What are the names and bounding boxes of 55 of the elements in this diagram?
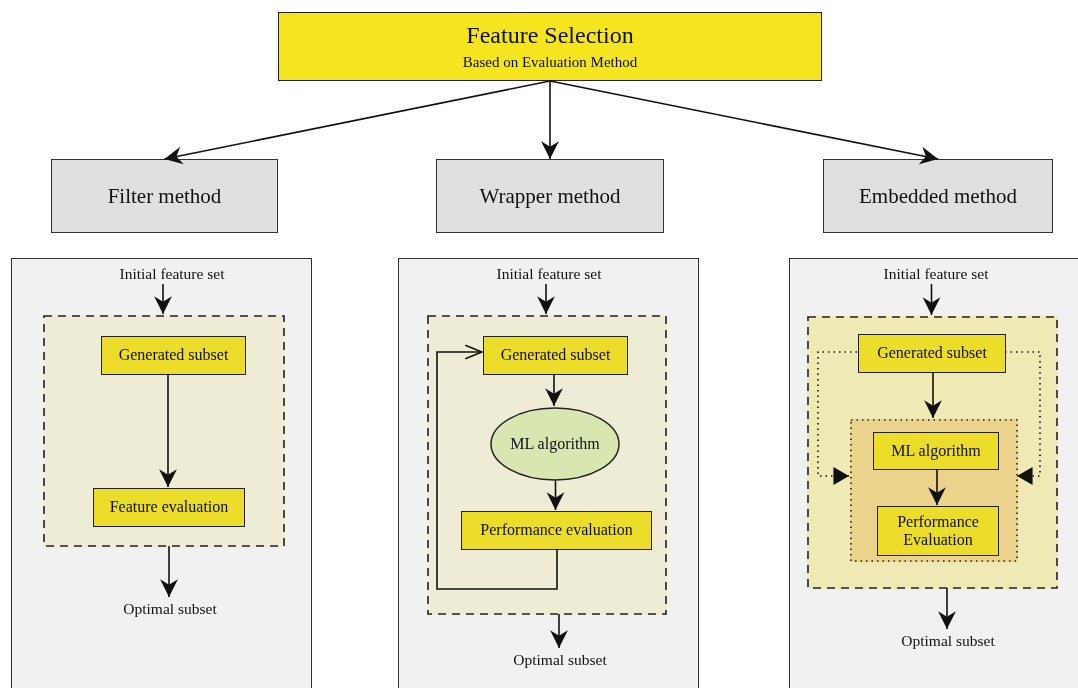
arrow <box>1004 351 1041 485</box>
node-text: ML algorithm <box>891 441 981 461</box>
method-box <box>51 159 278 233</box>
process-box <box>873 432 999 470</box>
text-label: Optimal subset <box>123 600 217 618</box>
arrow <box>154 283 172 315</box>
text-label: Initial feature set <box>119 265 225 283</box>
text-label: Initial feature set <box>883 265 989 283</box>
panel <box>789 258 1078 688</box>
text-label: Optimal subset <box>513 651 607 669</box>
arrow <box>924 371 942 419</box>
arrow <box>550 613 568 649</box>
node-text: Generated subset <box>877 344 987 363</box>
process-box <box>461 511 652 550</box>
text-label: Optimal subset <box>901 632 995 650</box>
process-box <box>101 336 246 375</box>
dashed-group <box>807 316 1058 589</box>
node-text: Performance evaluation <box>480 521 633 540</box>
text-label: Initial feature set <box>496 265 602 283</box>
title-box <box>278 12 822 81</box>
arrow <box>928 468 946 506</box>
dotted-group <box>850 419 1018 562</box>
process-ellipse <box>490 407 620 481</box>
method-box <box>436 159 664 233</box>
process-box <box>877 506 999 556</box>
process-box <box>858 334 1006 373</box>
arrow <box>549 80 939 165</box>
arrow <box>938 587 956 630</box>
node-text: Embedded method <box>858 183 1017 209</box>
panel <box>398 258 699 688</box>
node-subtext: Based on Evaluation Method <box>462 53 638 71</box>
dashed-group <box>427 315 667 615</box>
arrow <box>537 283 555 315</box>
dashed-group <box>43 315 285 547</box>
node-text: Wrapper method <box>479 183 621 209</box>
node-text: Filter method <box>107 183 222 209</box>
arrow <box>546 479 565 511</box>
method-box <box>823 159 1053 233</box>
node-text: Feature evaluation <box>109 498 229 517</box>
arrow <box>163 80 551 165</box>
arrow <box>159 373 177 488</box>
node-text: Generated subset <box>118 346 229 365</box>
node-text: Performance Evaluation <box>896 512 980 550</box>
node-text: Feature Selection <box>466 22 634 50</box>
node-text: ML algorithm <box>510 434 600 454</box>
arrow <box>436 344 558 590</box>
panel <box>11 258 312 688</box>
arrow <box>160 545 178 598</box>
process-box <box>93 488 245 527</box>
arrow <box>545 373 563 407</box>
arrow <box>817 351 858 485</box>
node-text: Generated subset <box>500 346 611 365</box>
arrow <box>922 283 941 316</box>
arrow <box>541 80 559 160</box>
process-box <box>483 336 628 375</box>
